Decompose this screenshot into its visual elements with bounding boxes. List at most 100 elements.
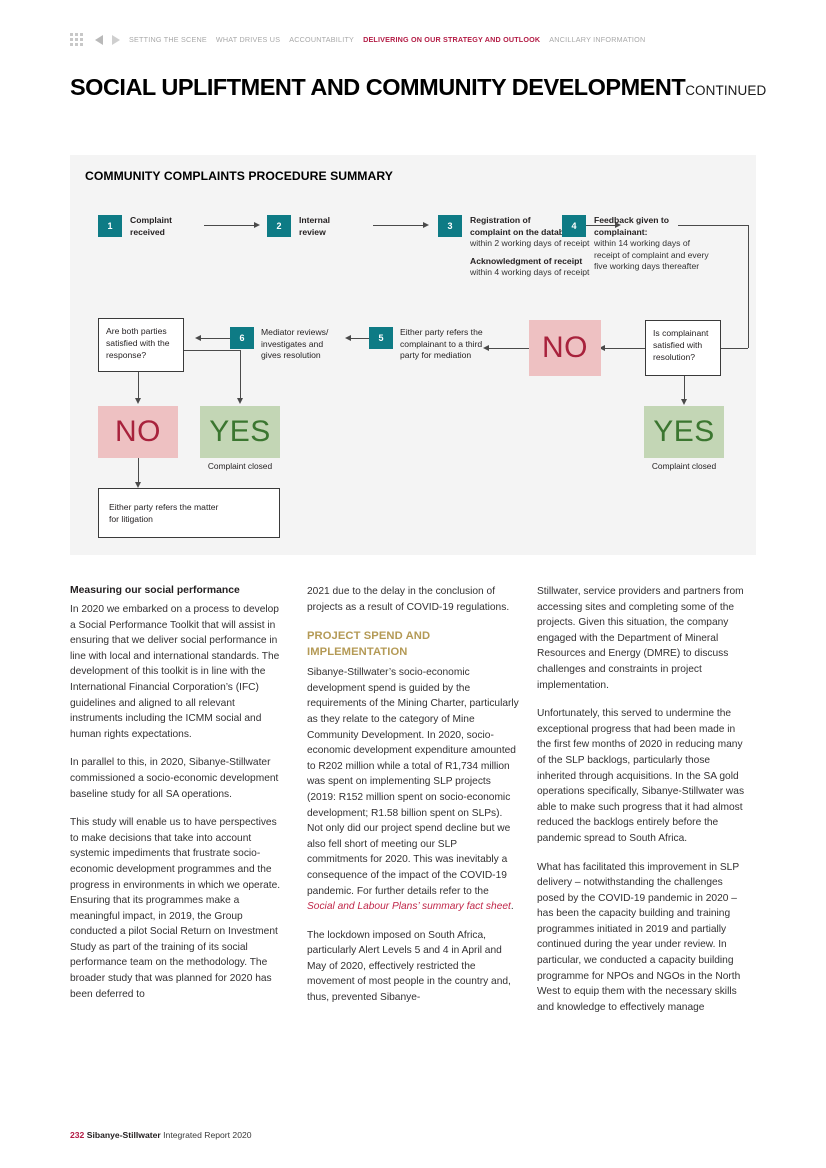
arrow-1-to-2-line	[204, 225, 254, 226]
arrow-1-to-2-head	[254, 221, 260, 228]
step-2-title-line1: Internal	[299, 215, 331, 225]
step-5-label: Either party refers the complainant to a…	[400, 327, 490, 362]
decision-right-to-yes-head	[680, 399, 687, 405]
col2-body-text: Sibanye-Stillwater’s socio-economic deve…	[307, 667, 519, 897]
nav-item-what-drives-us[interactable]: WHAT DRIVES US	[215, 35, 281, 44]
arrow-2-to-3-head	[423, 221, 429, 228]
decision-right-line2: satisfied with	[653, 340, 703, 350]
col1-paragraph-3: This study will enable us to have perspe…	[70, 817, 281, 1000]
arrow-decision-right-to-no-line	[605, 348, 645, 349]
arrow-2-to-3-line	[373, 225, 423, 226]
page-title: SOCIAL UPLIFTMENT AND COMMUNITY DEVELOPM…	[70, 74, 766, 101]
step-5-number: 5	[369, 327, 393, 349]
into-decision-right-line	[710, 348, 748, 349]
yes-right-box: YES	[644, 406, 724, 458]
step-1-number: 1	[98, 215, 122, 237]
footer-page-number: 232	[70, 1130, 85, 1140]
step-4-bold1-line2: complainant:	[594, 226, 648, 237]
step4-down-line	[748, 225, 749, 348]
step-5-line1: Either party refers the	[400, 327, 483, 337]
col2-paragraph-body: Sibanye-Stillwater’s socio-economic deve…	[307, 665, 519, 915]
step-4-bold1-line1: Feedback given to	[594, 215, 669, 225]
col3-paragraph-2: Unfortunately, this served to undermine …	[537, 708, 745, 844]
diagram-title: COMMUNITY COMPLAINTS PROCEDURE SUMMARY	[85, 169, 393, 183]
yes-left-box: YES	[200, 406, 280, 458]
step-2-label: Internal review	[299, 215, 369, 238]
col1-paragraph-2: In parallel to this, in 2020, Sibanye-St…	[70, 757, 279, 800]
arrow-no-to-step5-line	[489, 348, 529, 349]
arrow-step5-to-step6-head	[345, 334, 351, 341]
step-4-sub1: within 14 working days of	[594, 238, 691, 249]
next-triangle-icon[interactable]	[112, 34, 120, 45]
litigation-line1: Either party refers the matter	[109, 502, 219, 512]
col2-paragraph-last: The lockdown imposed on South Africa, pa…	[307, 929, 511, 1004]
litigation-line2: for litigation	[109, 514, 153, 524]
litigation-box: Either party refers the matter for litig…	[98, 488, 280, 538]
step-2-title-line2: review	[299, 226, 326, 237]
arrow-step5-to-step6-line	[351, 338, 369, 339]
decision-left-line2: satisfied with the	[106, 338, 170, 348]
decision-is-complainant-satisfied: Is complainant satisfied with resolution…	[645, 320, 721, 376]
page-title-continued: CONTINUED	[685, 83, 767, 98]
social-and-labour-plans-link[interactable]: Social and Labour Plans’ summary fact sh…	[307, 901, 511, 913]
flow-diagram: 1 Complaint received 2 Internal review 3…	[70, 155, 756, 555]
decision-right-line3: resolution?	[653, 352, 696, 362]
col2-gold-heading: PROJECT SPEND AND IMPLEMENTATION	[307, 630, 431, 658]
column-2: 2021 due to the delay in the conclusion …	[307, 584, 519, 1019]
step-3-sub1: within 2 working days of receipt	[470, 238, 590, 249]
step-3-bold1-line2: complaint on the database	[470, 226, 579, 237]
step-1-title-line2: received	[130, 226, 165, 237]
col2-body-text-end: .	[510, 901, 514, 913]
no-left-to-litigation-head	[134, 482, 141, 488]
column-1: Measuring our social performance In 2020…	[70, 584, 282, 1015]
arrow-decision-right-to-no-head	[599, 344, 605, 351]
grid-icon[interactable]	[70, 33, 83, 46]
nav-item-setting-the-scene[interactable]: SETTING THE SCENE	[129, 35, 207, 44]
step-5-line3: party for mediation	[400, 350, 472, 361]
step-3-number: 3	[438, 215, 462, 237]
nav-item-accountability[interactable]: ACCOUNTABILITY	[289, 35, 355, 44]
decision-left-to-no-line	[138, 372, 139, 399]
nav-item-ancillary-information[interactable]: ANCILLARY INFORMATION	[549, 35, 646, 44]
decision-left-line1: Are both parties	[106, 326, 167, 336]
arrow-step6-to-decision-left-line	[201, 338, 230, 339]
step-4-sub2: receipt of complaint and every	[594, 249, 709, 260]
arrow-step6-to-decision-left-head	[195, 334, 201, 341]
decision-left-to-yes-v-line	[240, 350, 241, 399]
prev-triangle-icon[interactable]	[95, 34, 103, 45]
arrow-3-to-4-head	[615, 221, 621, 228]
step-3-bold2: Acknowledgment of receipt	[470, 255, 583, 266]
col1-paragraph-1: In 2020 we embarked on a process to deve…	[70, 604, 280, 740]
col3-paragraph-3: What has facilitated this improvement in…	[537, 861, 741, 1013]
step-4-sub3: five working days thereafter	[594, 261, 700, 272]
no-left-to-litigation-line	[138, 458, 139, 483]
step-1-title-line1: Complaint	[130, 215, 173, 225]
top-navigation: SETTING THE SCENE WHAT DRIVES US ACCOUNT…	[70, 33, 645, 46]
page-footer: 232 Sibanye-Stillwater Integrated Report…	[70, 1130, 252, 1140]
no-left-box: NO	[98, 406, 178, 458]
col2-paragraph-top: 2021 due to the delay in the conclusion …	[307, 586, 510, 613]
nav-item-delivering-on-our-strategy-and-outlook[interactable]: DELIVERING ON OUR STRATEGY AND OUTLOOK	[363, 35, 541, 44]
decision-are-both-parties-satisfied: Are both parties satisfied with the resp…	[98, 318, 184, 372]
page-title-main: SOCIAL UPLIFTMENT AND COMMUNITY DEVELOPM…	[70, 74, 686, 100]
step-6-line3: gives resolution	[261, 350, 321, 361]
caption-complaint-closed-right: Complaint closed	[651, 461, 717, 471]
step-6-number: 6	[230, 327, 254, 349]
step-6-line2: investigates and	[261, 338, 324, 349]
step-2-number: 2	[267, 215, 291, 237]
step-1-label: Complaint received	[130, 215, 200, 238]
decision-left-line3: response?	[106, 350, 147, 360]
step-3-bold1-line1: Registration of	[470, 215, 531, 225]
decision-left-to-yes-h-line	[184, 350, 240, 351]
step4-right-line	[678, 225, 748, 226]
step-5-line2: complainant to a third	[400, 338, 483, 349]
step-4-label: Feedback given to complainant: within 14…	[594, 215, 724, 273]
caption-complaint-closed-left: Complaint closed	[207, 461, 273, 471]
decision-left-to-yes-head	[236, 398, 243, 404]
no-middle-box: NO	[529, 320, 601, 376]
arrow-no-to-step5-head	[483, 344, 489, 351]
arrow-3-to-4-line	[575, 225, 615, 226]
step-3-label: Registration of complaint on the databas…	[470, 215, 610, 279]
decision-right-line1: Is complainant	[653, 328, 709, 338]
community-complaints-procedure-panel: COMMUNITY COMPLAINTS PROCEDURE SUMMARY 1…	[70, 155, 756, 555]
